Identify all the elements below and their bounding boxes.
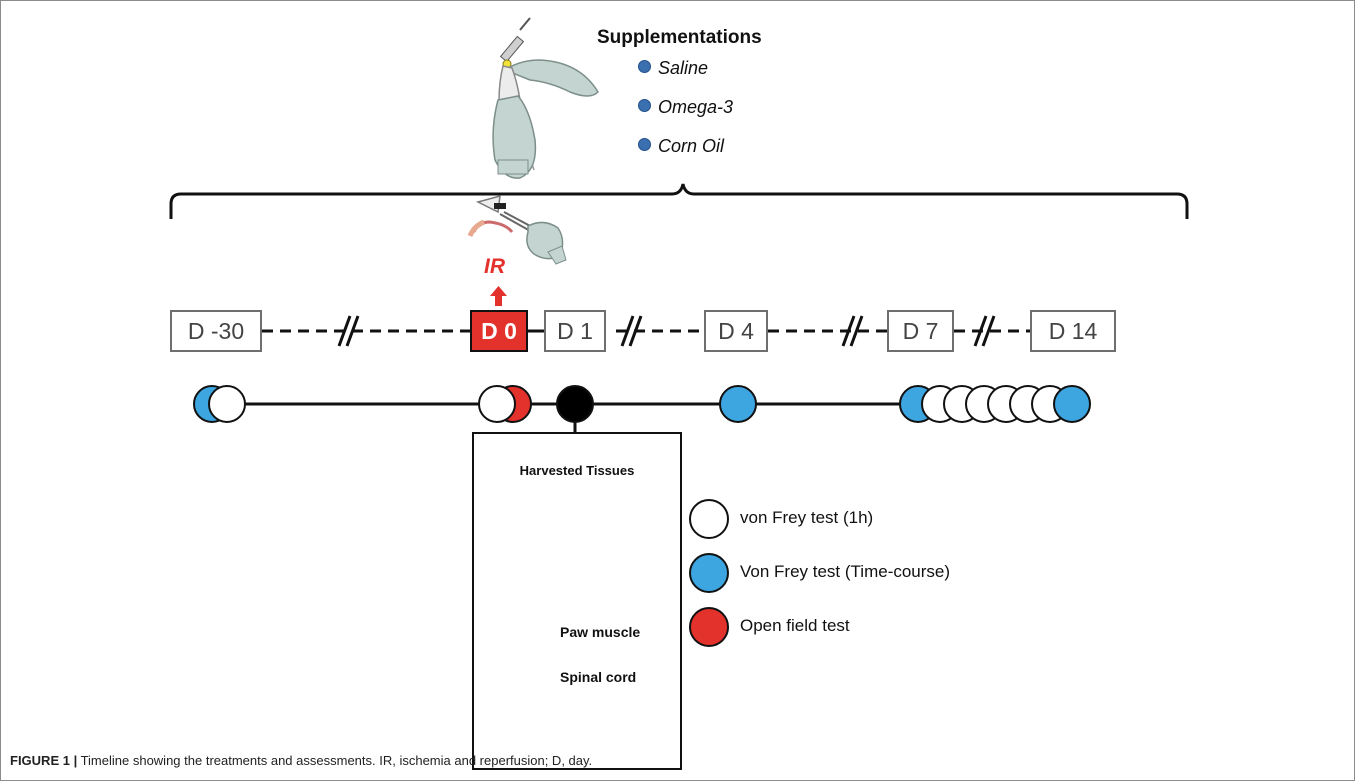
supplement-item: Omega-3	[638, 97, 733, 118]
caption-text: Timeline showing the treatments and asse…	[77, 753, 593, 768]
legend-red-circle	[689, 607, 729, 647]
supplement-item: Saline	[638, 58, 708, 79]
supplement-label: Corn Oil	[658, 136, 725, 156]
tissue-item: Paw muscle	[560, 624, 641, 640]
legend-blue-circle	[689, 553, 729, 593]
tissue-item: Spinal cord	[560, 669, 637, 685]
figure-caption: FIGURE 1 | Timeline showing the treatmen…	[10, 753, 592, 768]
supplement-label: Saline	[658, 58, 709, 78]
day-box: D 14	[1030, 310, 1116, 352]
day-box: D 1	[544, 310, 606, 352]
caption-label: FIGURE 1 |	[10, 753, 78, 768]
marker-white	[208, 385, 246, 423]
day-box: D -30	[170, 310, 262, 352]
legend-label: Open field test	[740, 616, 850, 635]
ir-label: IR	[484, 255, 505, 278]
bullet-dot-icon	[638, 99, 651, 112]
bullet-dot-icon	[638, 138, 651, 151]
legend-label: von Frey test (1h)	[740, 508, 874, 527]
supplementations-title: Supplementations	[597, 27, 762, 48]
legend-white-circle	[689, 499, 729, 539]
marker-blue	[719, 385, 757, 423]
harvested-tissues-box: Harvested Tissues Paw muscle Spinal cord	[472, 432, 682, 770]
marker-white	[478, 385, 516, 423]
timeline-brace	[169, 183, 1189, 219]
syringe-injection-illustration	[492, 17, 599, 179]
harvested-tissues-title: Harvested Tissues	[519, 463, 635, 478]
legend-label: Von Frey test (Time-course)	[740, 562, 951, 581]
supplement-label: Omega-3	[658, 97, 734, 117]
assessment-markers	[193, 385, 1091, 423]
marker-blue	[1053, 385, 1091, 423]
marker-black	[556, 385, 594, 423]
ischemia-clamp-illustration	[467, 194, 567, 265]
day-box: D 4	[704, 310, 768, 352]
legend-markers	[689, 499, 729, 647]
supplement-item: Corn Oil	[638, 136, 724, 157]
day-box-highlighted: D 0	[470, 310, 528, 352]
ir-arrow-icon	[490, 286, 507, 306]
bullet-dot-icon	[638, 60, 651, 73]
timeline-break-marks	[337, 315, 996, 347]
day-box: D 7	[887, 310, 954, 352]
